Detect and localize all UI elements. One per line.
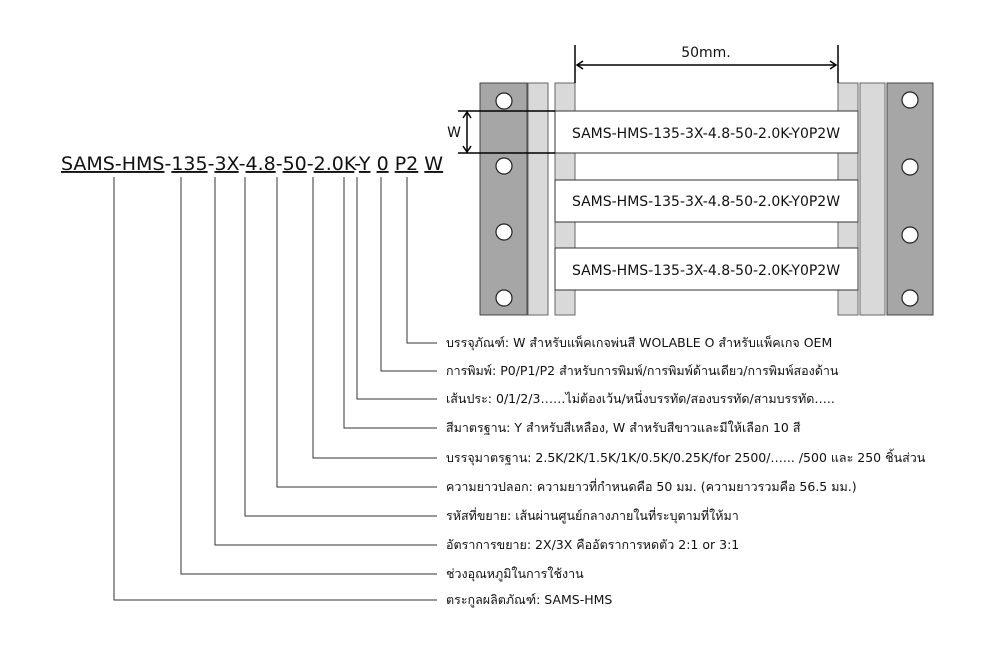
sprocket-hole-icon xyxy=(901,226,919,244)
desc-sleeve-length: ความยาวปลอก: ความยาวที่กำหนดคือ 50 มม. (… xyxy=(446,478,857,494)
label-sleeve xyxy=(554,247,859,291)
right-inner-strip xyxy=(859,82,886,316)
desc-product-family: ตระกูลผลิตภัณฑ์: SAMS-HMS xyxy=(446,592,612,608)
leader-line xyxy=(214,177,437,546)
length-label: 50mm. xyxy=(681,45,731,61)
marker-sheet-drawing: SAMS-HMS-135-3X-4.8-50-2.0K-Y0P2W SAMS-H… xyxy=(447,45,934,316)
w-dimension xyxy=(458,110,555,154)
sprocket-hole-icon xyxy=(901,158,919,176)
part-code: SAMS-HMS-135-3X-4.8-50-2.0K-Y 0 P2 W xyxy=(61,153,443,175)
leader-line xyxy=(356,177,437,400)
leader-line xyxy=(312,177,437,459)
label-sleeve xyxy=(554,179,859,223)
label-text: SAMS-HMS-135-3X-4.8-50-2.0K-Y0P2W xyxy=(572,194,840,210)
sprocket-hole-icon xyxy=(495,289,513,307)
leader-line xyxy=(380,177,437,372)
leader-lines xyxy=(113,177,437,601)
label-text: SAMS-HMS-135-3X-4.8-50-2.0K-Y0P2W xyxy=(572,263,840,279)
sprocket-hole-icon xyxy=(495,157,513,175)
left-inner-strip xyxy=(527,82,549,316)
leader-line xyxy=(244,177,437,517)
left-carrier-strip xyxy=(479,82,528,316)
sprocket-hole-icon xyxy=(495,92,513,110)
w-label: W xyxy=(447,125,461,141)
sprocket-hole-icon xyxy=(901,91,919,109)
length-dimension xyxy=(574,45,839,83)
desc-temperature-range: ช่วงอุณหภูมิในการใช้งาน xyxy=(446,566,584,582)
description-list: บรรจุภัณฑ์: W สำหรับแพ็คเกจพ่นสี WOLABLE… xyxy=(446,335,926,608)
leader-line xyxy=(113,177,437,601)
leader-line xyxy=(180,177,437,575)
desc-standard-packing: บรรจุมาตรฐาน: 2.5K/2K/1.5K/1K/0.5K/0.25K… xyxy=(446,448,926,466)
leader-line xyxy=(276,177,437,488)
desc-packaging: บรรจุภัณฑ์: W สำหรับแพ็คเกจพ่นสี WOLABLE… xyxy=(446,335,832,351)
desc-dashed-line: เส้นประ: 0/1/2/3……ไม่ต้องเว้น/หนึ่งบรรทั… xyxy=(446,390,835,406)
desc-expanded-code: รหัสที่ขยาย: เส้นผ่านศูนย์กลางภายในที่ระ… xyxy=(446,507,739,524)
right-carrier-strip xyxy=(886,82,934,316)
sprocket-hole-icon xyxy=(901,289,919,307)
label-sleeve xyxy=(554,110,859,154)
desc-printing: การพิมพ์: P0/P1/P2 สำหรับการพิมพ์/การพิม… xyxy=(446,363,839,378)
leader-line xyxy=(343,177,437,429)
desc-shrink-ratio: อัตราการขยาย: 2X/3X คืออัตราการหดตัว 2:1… xyxy=(446,537,739,552)
leader-line xyxy=(406,177,437,344)
sprocket-hole-icon xyxy=(495,223,513,241)
label-text: SAMS-HMS-135-3X-4.8-50-2.0K-Y0P2W xyxy=(572,126,840,142)
desc-standard-color: สีมาตรฐาน: Y สำหรับสีเหลือง, W สำหรับสีข… xyxy=(446,420,801,435)
